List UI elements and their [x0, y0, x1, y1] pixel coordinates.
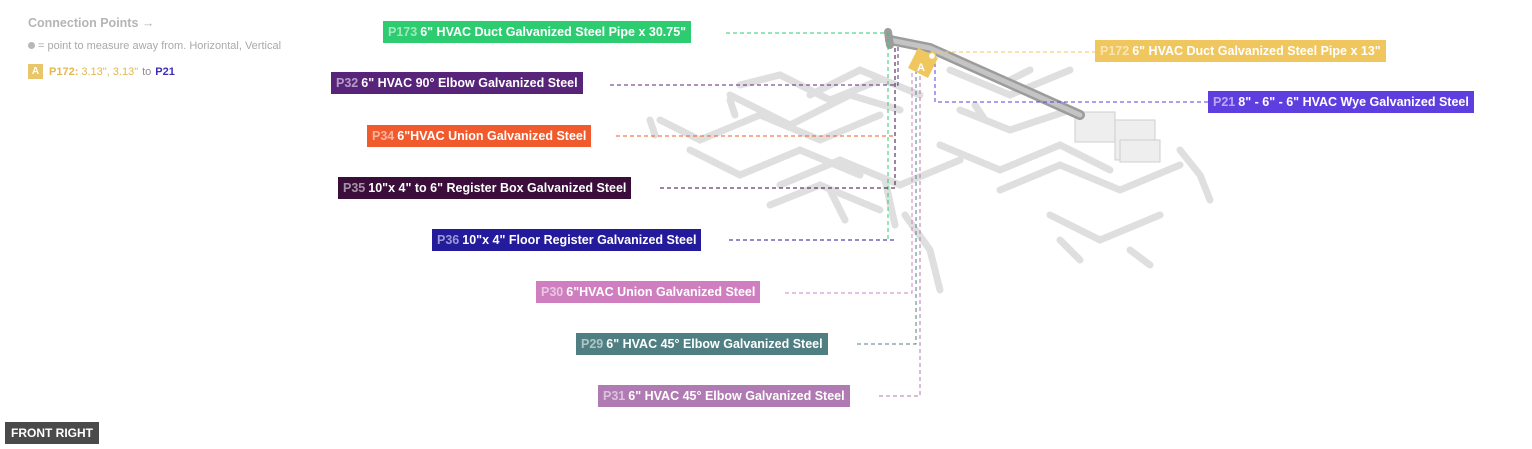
part-id: P32 — [336, 76, 359, 90]
connection-values: 3.13", 3.13" — [81, 65, 139, 78]
connection-marker[interactable]: A — [908, 48, 938, 78]
leader-p21 — [934, 60, 1208, 103]
part-name: 10"x 4" Floor Register Galvanized Steel — [462, 233, 697, 247]
part-name: 6"HVAC Union Galvanized Steel — [566, 285, 756, 299]
legend-title: Connection Points → — [28, 16, 155, 30]
marker-letter: A — [917, 62, 925, 74]
part-name: 6"HVAC Union Galvanized Steel — [397, 129, 587, 143]
connection-target[interactable]: P21 — [155, 65, 175, 78]
part-name: 6" HVAC 45° Elbow Galvanized Steel — [628, 389, 845, 403]
part-id: P36 — [437, 233, 460, 247]
connection-point-dot — [927, 51, 937, 61]
view-orientation-button[interactable]: FRONT RIGHT — [5, 422, 99, 444]
leader-p29 — [857, 70, 917, 345]
part-name: 10"x 4" to 6" Register Box Galvanized St… — [368, 181, 627, 195]
connection-entry[interactable]: A P172: 3.13", 3.13" to P21 — [28, 64, 281, 79]
part-id: P30 — [541, 285, 564, 299]
pipe-assembly-drawing — [646, 66, 1214, 294]
connection-source: P172: — [49, 65, 79, 78]
connection-badge: A — [28, 64, 43, 79]
leader-p173 — [726, 32, 889, 240]
box-shapes — [1074, 111, 1161, 163]
part-name: 8" - 6" - 6" HVAC Wye Galvanized Steel — [1238, 95, 1469, 109]
legend-hint: = point to measure away from. Horizontal… — [28, 40, 281, 52]
part-id: P21 — [1213, 95, 1236, 109]
part-name: 6" HVAC Duct Galvanized Steel Pipe x 30.… — [420, 25, 687, 39]
connection-legend: Connection Points → = point to measure a… — [28, 16, 281, 79]
part-id: P173 — [388, 25, 418, 39]
part-name: 6" HVAC Duct Galvanized Steel Pipe x 13" — [1132, 44, 1381, 58]
part-name: 6" HVAC 90° Elbow Galvanized Steel — [361, 76, 578, 90]
part-name: 6" HVAC 45° Elbow Galvanized Steel — [606, 337, 823, 351]
part-id: P29 — [581, 337, 604, 351]
leader-p30 — [785, 70, 913, 294]
leader-p35 — [660, 45, 896, 189]
part-id: P35 — [343, 181, 366, 195]
leader-p32 — [610, 45, 899, 86]
leader-lines — [610, 32, 1208, 397]
part-id: P34 — [372, 129, 395, 143]
part-id: P31 — [603, 389, 626, 403]
legend-hint-text: = point to measure away from. Horizontal… — [38, 40, 282, 52]
part-id: P172 — [1100, 44, 1130, 58]
point-dot-icon — [28, 42, 35, 49]
connection-to: to — [142, 65, 152, 78]
